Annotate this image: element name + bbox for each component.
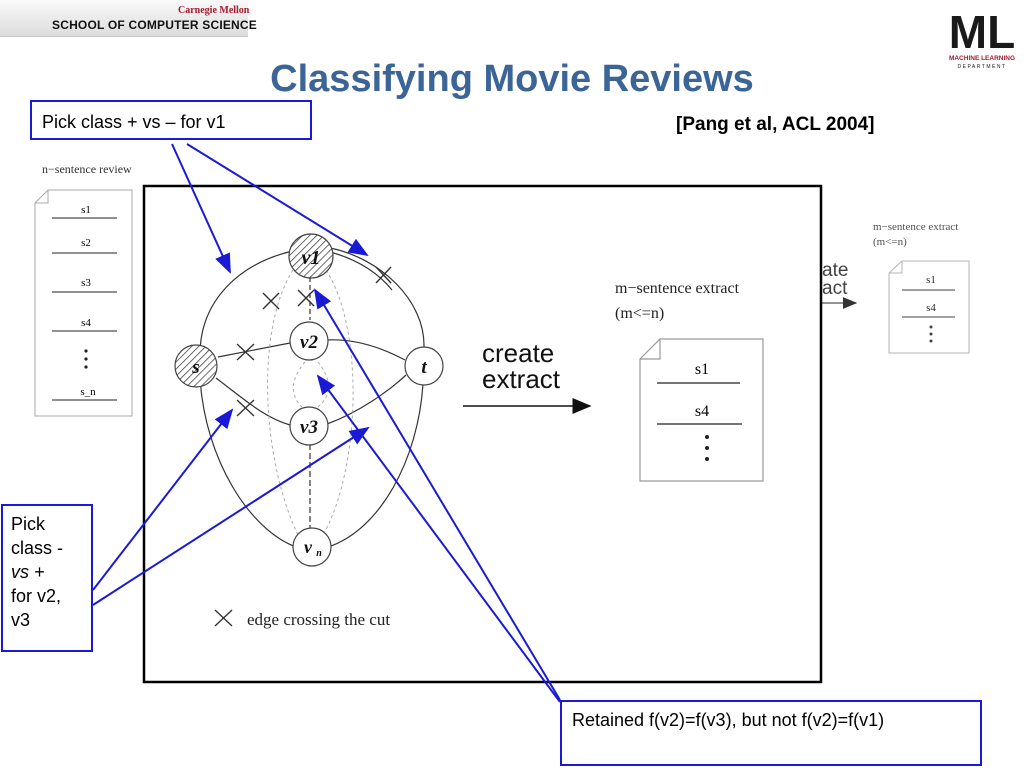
callout-left-line-3: vs +: [11, 562, 45, 582]
callout-top: Pick class + vs – for v1: [30, 100, 312, 140]
callout-left-line-5: v3: [11, 610, 31, 630]
node-s-label: s: [191, 357, 199, 378]
partial-extract: act: [822, 278, 848, 299]
arrow-top-to-right-cut: [186, 143, 369, 257]
review-line-4: s4: [81, 317, 91, 329]
background-extract: ate act m−sentence extract (m<=n) s1 s4: [822, 221, 970, 354]
cut-x-3: [375, 266, 392, 284]
citation: [Pang et al, ACL 2004]: [676, 114, 875, 135]
create-label: create: [482, 338, 554, 368]
callout-bottom: Retained f(v2)=f(v3), but not f(v2)=f(v1…: [560, 700, 982, 766]
cut-x-2: [297, 289, 315, 307]
university-name: Carnegie Mellon: [178, 5, 250, 16]
node-v2-label: v2: [300, 332, 318, 353]
logo-letters: ML: [949, 6, 1015, 58]
node-t-label: t: [421, 357, 427, 378]
cut-x-1: [262, 292, 280, 310]
logo-text: MACHINE LEARNING: [949, 55, 1015, 62]
partial-create: ate: [822, 260, 848, 281]
node-v3-label: v3: [300, 417, 318, 438]
graph-edges: [199, 247, 425, 548]
right-extract-label-1: m−sentence extract: [873, 221, 958, 233]
arrow-bottom-to-v1v2: [313, 288, 561, 701]
review-document: n−sentence review s1 s2 s3 s4 s_n: [34, 162, 133, 417]
cut-markers: [214, 266, 392, 627]
logo-subtext: DEPARTMENT: [958, 64, 1007, 70]
right-extract-label-2: (m<=n): [873, 236, 907, 248]
arrow-left-to-v3-t: [92, 426, 370, 606]
arrow-top-to-left-arc: [171, 143, 231, 274]
node-s: s: [174, 344, 218, 388]
callout-arrows: [92, 143, 561, 703]
node-vn-label: v: [304, 537, 313, 557]
legend-text: edge crossing the cut: [247, 610, 390, 629]
arrow-bottom-to-v2v3: [316, 374, 561, 703]
review-line-1: s1: [81, 204, 91, 216]
node-vn: v n: [292, 527, 332, 567]
cut-x-4: [236, 343, 255, 361]
legend-x: [214, 609, 233, 627]
callout-left-line-1: Pick: [11, 514, 46, 534]
header-bar: [0, 0, 248, 37]
review-line-3: s3: [81, 277, 91, 289]
review-label: n−sentence review: [42, 162, 132, 176]
review-line-n: s_n: [80, 386, 96, 398]
extract-document: m−sentence extract (m<=n) s1 s4: [615, 280, 764, 482]
callout-left: Pick class - vs + for v2, v3: [1, 504, 93, 652]
callout-left-line-2: class -: [11, 538, 64, 558]
extract-line-2: s4: [695, 403, 709, 420]
node-v3: v3: [289, 406, 329, 446]
arrow-left-to-s-v3: [92, 408, 234, 591]
school-name: SCHOOL OF COMPUTER SCIENCE: [52, 18, 257, 32]
right-extract-line-1: s1: [926, 274, 936, 286]
extract-line-1: s1: [695, 361, 709, 378]
review-line-2: s2: [81, 237, 91, 249]
node-vn-subscript: n: [316, 548, 322, 559]
extract-label: extract: [482, 364, 561, 394]
node-v1-label: v1: [302, 247, 321, 269]
callout-left-line-4: for v2,: [11, 586, 62, 606]
node-t: t: [404, 346, 444, 386]
extract-label-2: (m<=n): [615, 305, 664, 322]
ml-department-logo: ML MACHINE LEARNING DEPARTMENT: [949, 6, 1015, 70]
node-v2: v2: [289, 321, 329, 361]
right-extract-line-2: s4: [926, 302, 936, 314]
node-v1: v1: [288, 233, 334, 279]
cut-x-5: [236, 399, 255, 417]
slide-title: Classifying Movie Reviews: [270, 58, 754, 100]
extract-label-1: m−sentence extract: [615, 280, 740, 297]
